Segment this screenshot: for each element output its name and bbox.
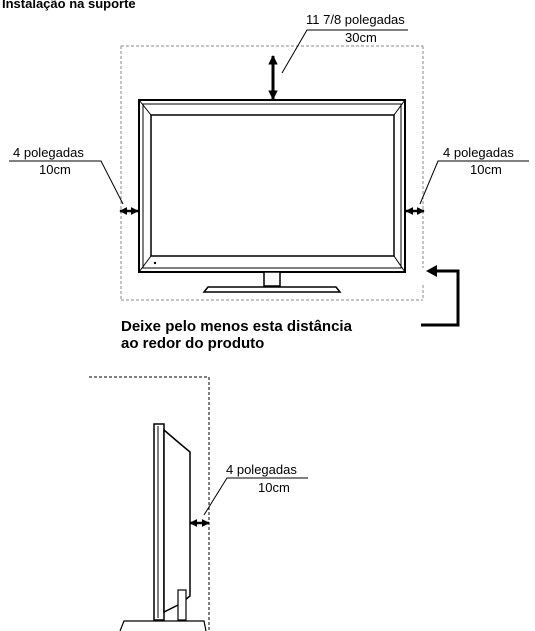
- right-clearance-leader: [419, 160, 529, 205]
- clearance-note-line-1: Deixe pelo menos esta distância: [121, 318, 352, 335]
- right-clearance-cm: 10cm: [470, 162, 502, 177]
- top-clearance-leader: [281, 29, 408, 74]
- back-clearance-inches: 4 polegadas: [226, 462, 297, 477]
- left-clearance-inches: 4 polegadas: [13, 145, 84, 160]
- back-clearance-cm: 10cm: [258, 480, 290, 495]
- left-clearance-cm: 10cm: [39, 162, 71, 177]
- clearance-note-line-2: ao redor do produto: [121, 335, 265, 352]
- clearance-note: Deixe pelo menos esta distância ao redor…: [121, 318, 352, 352]
- top-clearance-cm: 30cm: [345, 30, 377, 45]
- tv-front-view: [138, 99, 406, 293]
- back-clearance-leader: [203, 477, 308, 516]
- top-clearance-inches: 11 7/8 polegadas: [306, 12, 405, 27]
- side-clearance-boundary: [89, 376, 210, 631]
- page-title: Instalação na suporte: [2, 0, 136, 11]
- front-clearance-boundary: [120, 45, 424, 301]
- right-clearance-inches: 4 polegadas: [443, 145, 514, 160]
- note-pointer-arrow: [421, 265, 460, 327]
- left-clearance-leader: [9, 160, 124, 205]
- tv-side-view: [119, 423, 207, 631]
